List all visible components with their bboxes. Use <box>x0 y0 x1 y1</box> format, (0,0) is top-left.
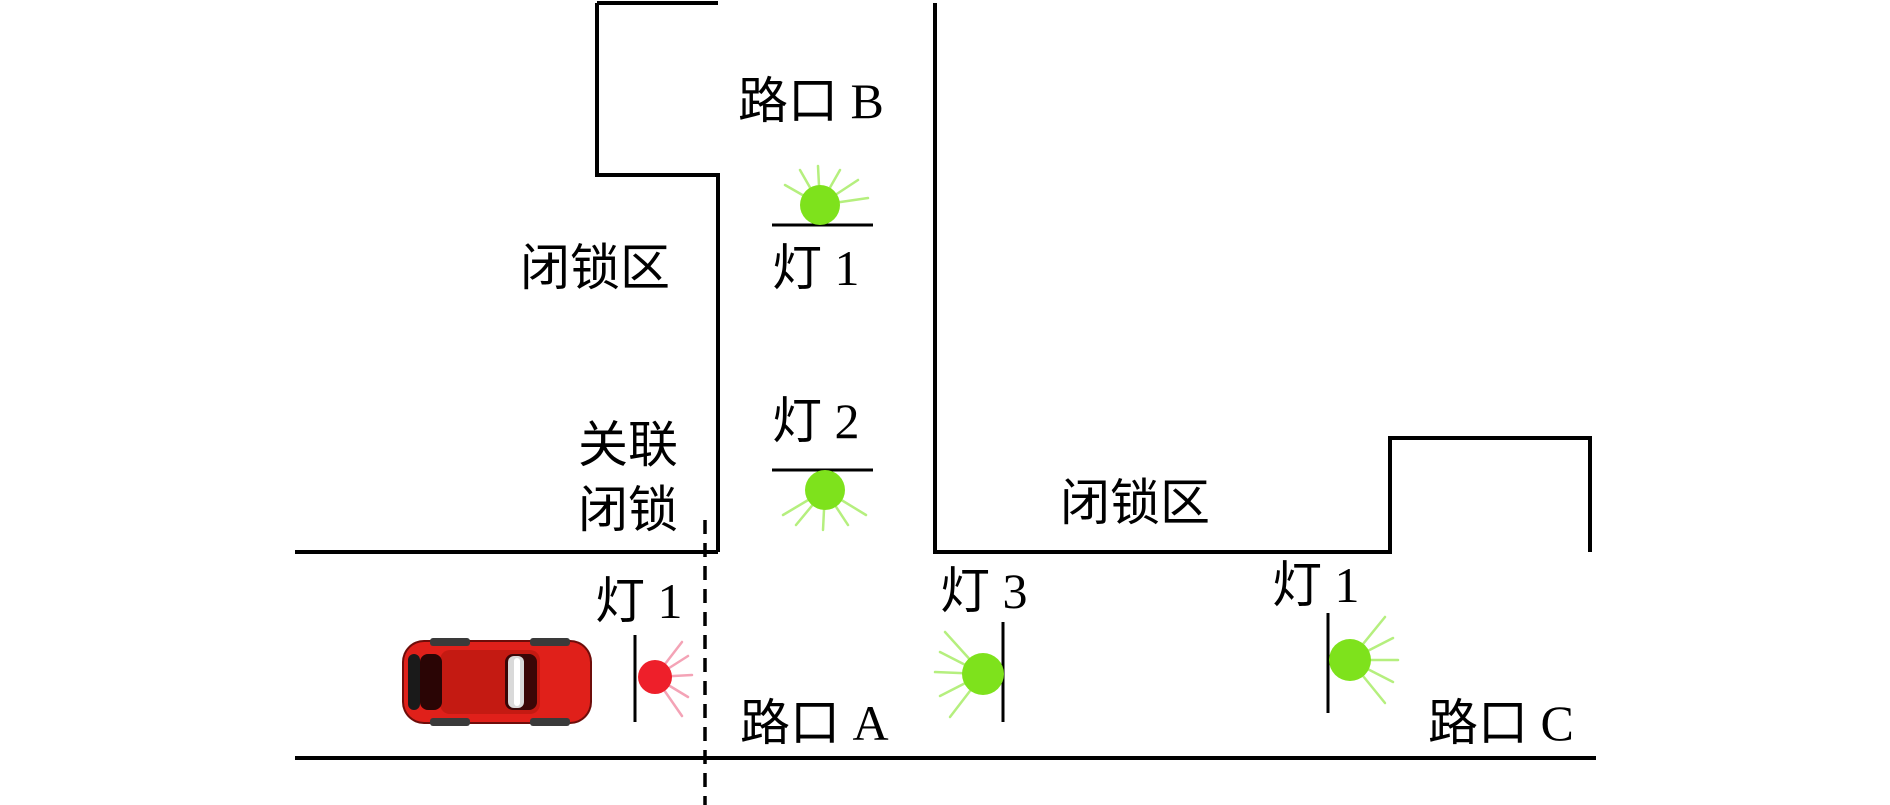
light-b2-label: 灯 2 <box>772 393 860 449</box>
light-a1-label: 灯 1 <box>595 573 683 629</box>
traffic-light-a3-icon <box>933 622 1005 722</box>
traffic-light-c1-icon <box>1326 613 1400 713</box>
road-edge-left-wall <box>595 3 720 552</box>
intersection-c-label: 路口 C <box>1428 695 1574 751</box>
associated-lock-label-line2: 闭锁 <box>578 482 678 538</box>
light-b1-label: 灯 1 <box>772 240 860 296</box>
intersection-a-label: 路口 A <box>740 695 889 751</box>
traffic-light-b1-icon <box>772 164 873 227</box>
light-c1-label: 灯 1 <box>1272 557 1360 613</box>
light-a3-label: 灯 3 <box>940 563 1028 619</box>
road-outlines <box>295 1 1596 805</box>
text-labels: 路口 B 路口 A 路口 C 闭锁区 闭锁区 关联 闭锁 灯 1 灯 2 灯 1… <box>520 73 1574 751</box>
locked-zone-left-label: 闭锁区 <box>520 240 670 296</box>
road-edge-right-wall <box>933 3 1592 554</box>
traffic-light-a1-icon <box>633 635 694 722</box>
intersection-b-label: 路口 B <box>738 73 884 129</box>
car-icon <box>402 638 592 726</box>
associated-lock-label-line1: 关联 <box>578 417 678 473</box>
locked-zone-right-label: 闭锁区 <box>1060 475 1210 531</box>
traffic-light-b2-icon <box>772 468 873 532</box>
